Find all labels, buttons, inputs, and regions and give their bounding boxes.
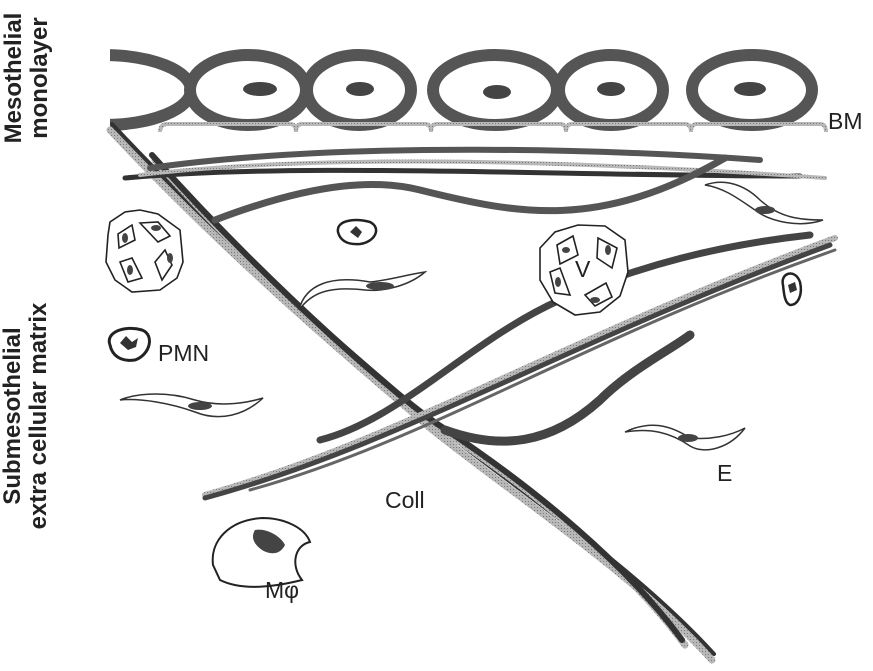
fibroblast [705, 182, 823, 223]
mesothelial-label-line2: monolayer [27, 8, 53, 148]
collagen-fiber [205, 238, 835, 495]
e-label: E [717, 460, 732, 487]
fibroblast [299, 272, 425, 310]
nucleus [346, 82, 374, 96]
fibroblast [120, 394, 263, 417]
submesothelial-label-line1: Submesothelial [0, 278, 26, 554]
fibroblast [625, 425, 745, 450]
nucleus [483, 85, 511, 99]
pmn-cell [783, 274, 801, 305]
submesothelial-label: Submesothelial extra cellular matrix [0, 278, 52, 554]
pmn-cell [338, 220, 376, 244]
mesothelial-cell-row [15, 55, 812, 125]
fibroblasts [120, 182, 823, 450]
pmn-cell [109, 328, 149, 360]
nucleus [243, 82, 277, 96]
submesothelial-label-line2: extra cellular matrix [26, 278, 52, 554]
coll-label: Coll [385, 487, 425, 514]
mesothelial-label: Mesothelial monolayer [1, 8, 53, 148]
nucleus [597, 82, 625, 96]
pmn-label: PMN [158, 340, 209, 367]
blood-vessel-left [106, 210, 183, 292]
macrophage-label: Mφ [265, 577, 299, 604]
bm-label: BM [828, 108, 863, 135]
mesothelial-label-line1: Mesothelial [1, 8, 27, 148]
nucleus [734, 82, 766, 96]
v-label: V [575, 256, 590, 283]
